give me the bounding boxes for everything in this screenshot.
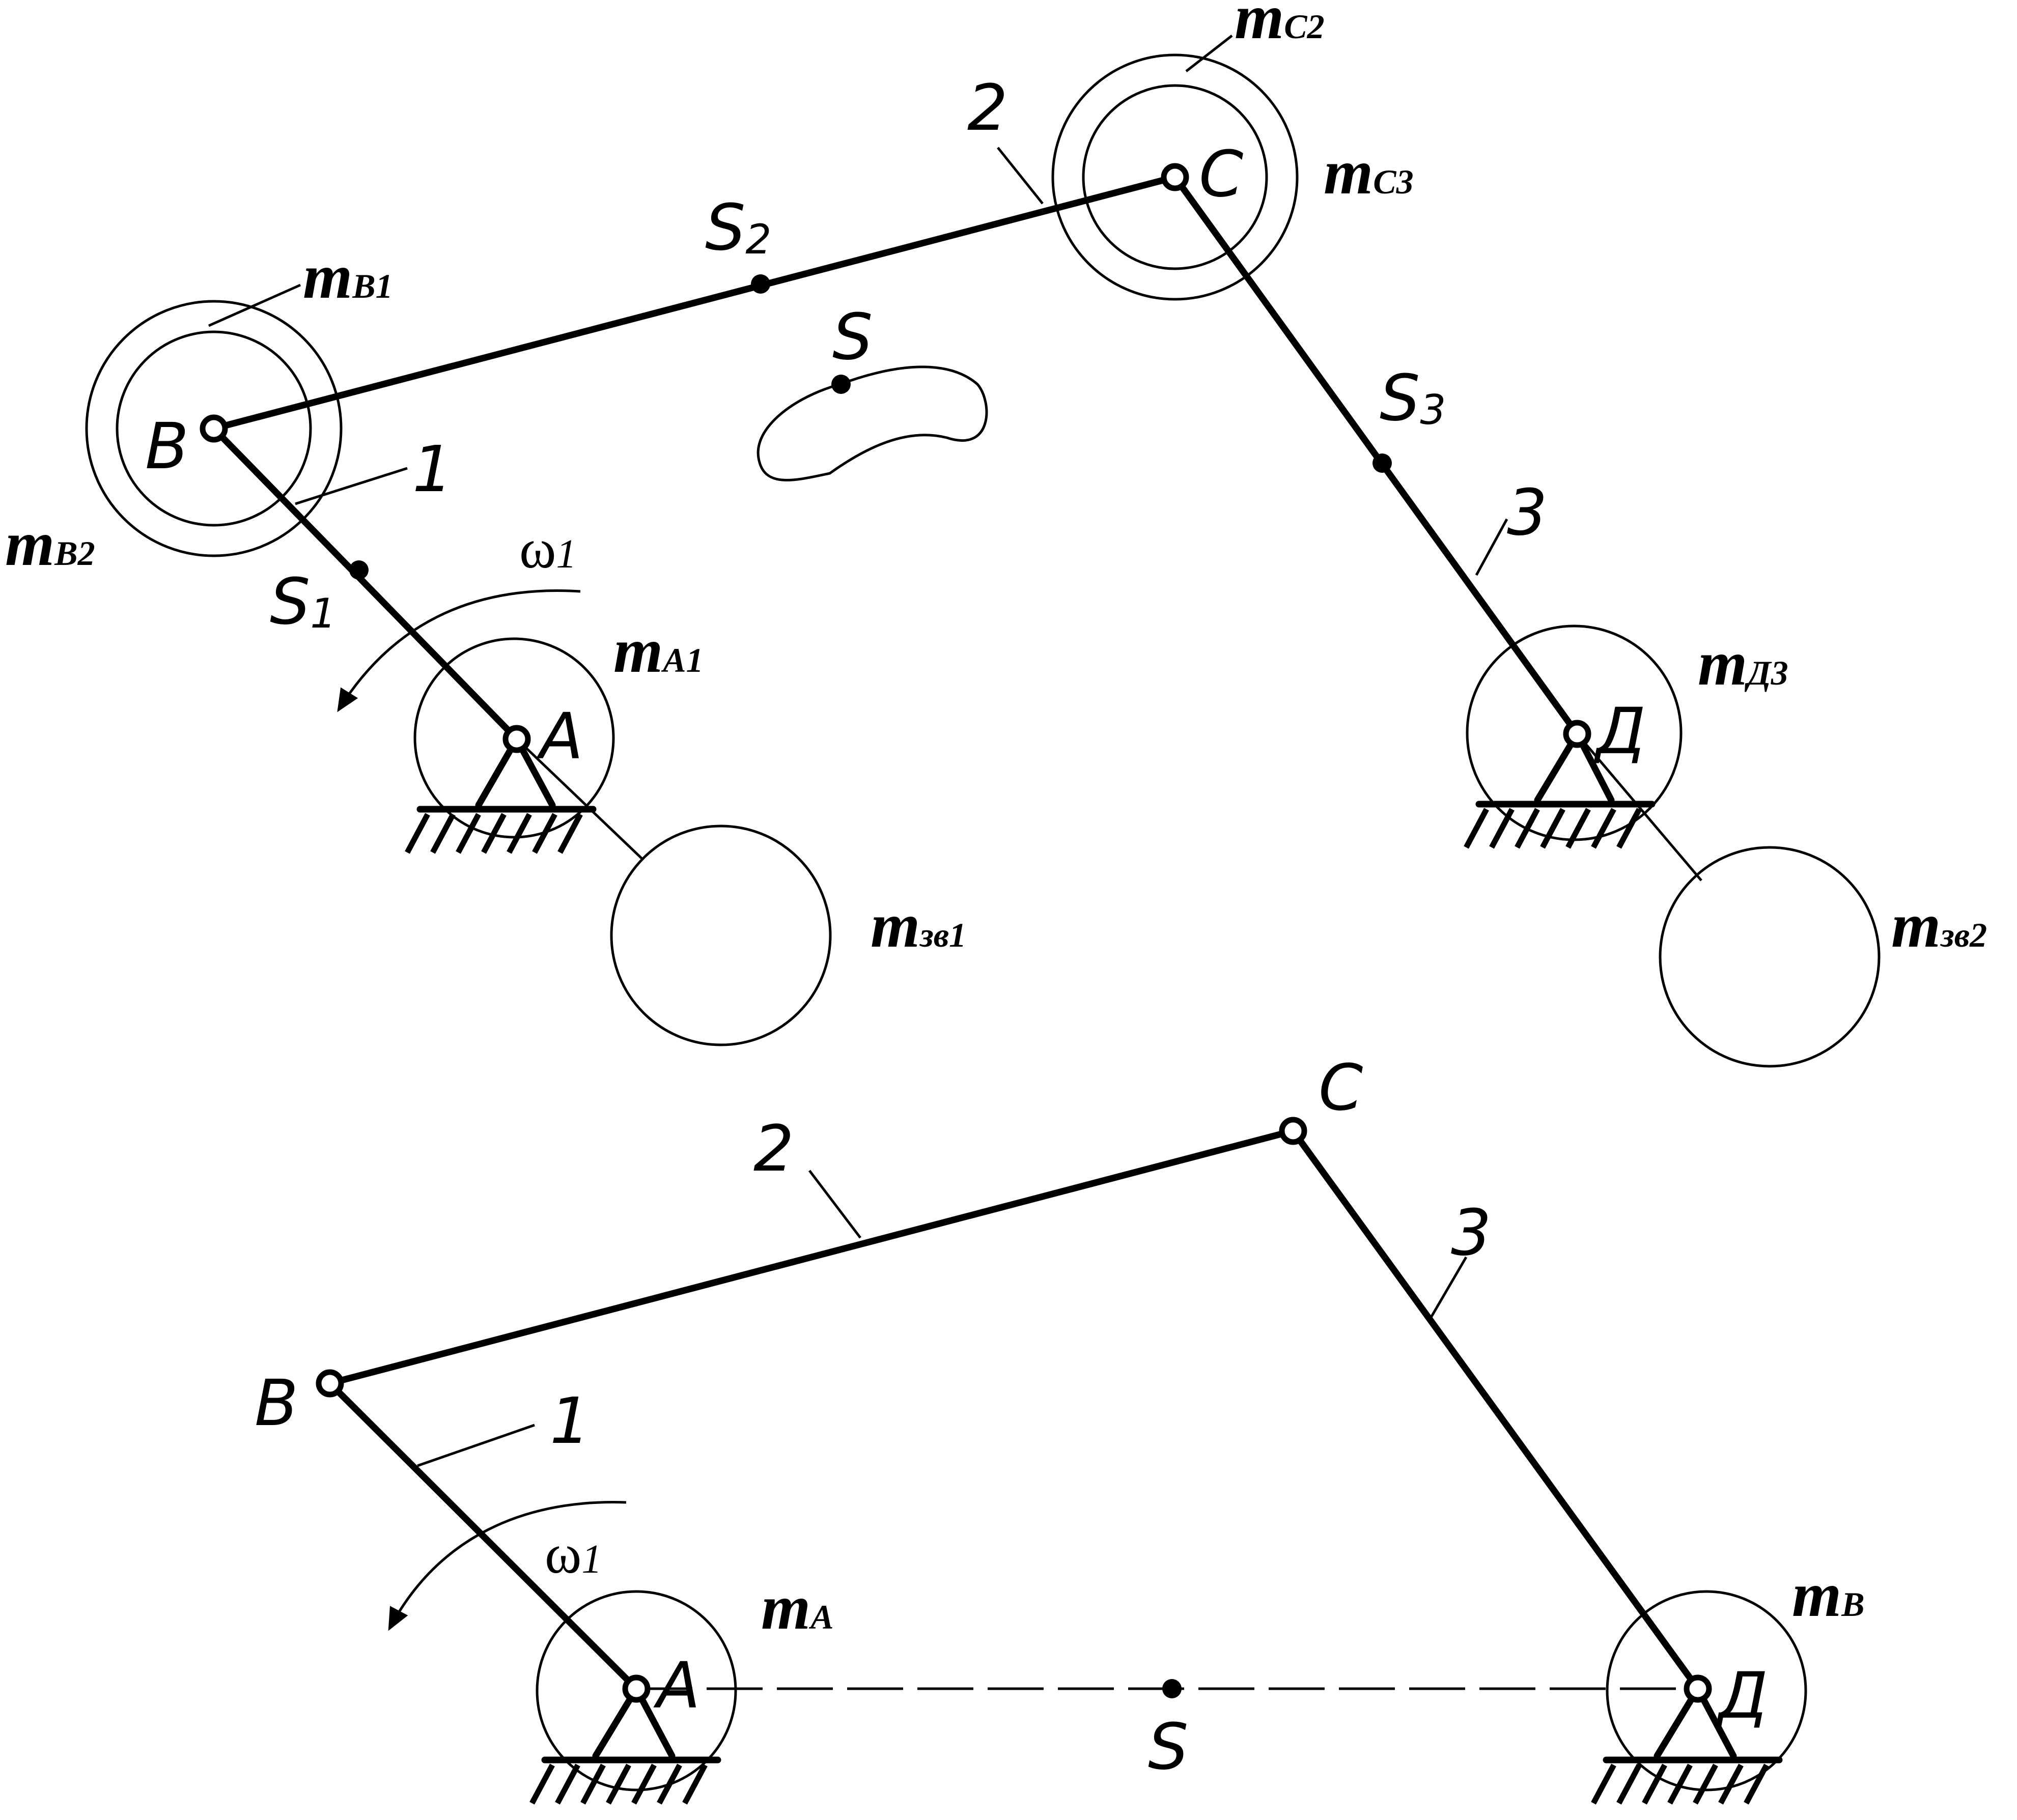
label-s-centroid: S [832, 300, 873, 374]
leader-mc2 [1185, 35, 1233, 72]
joint-b-top [200, 414, 228, 443]
mass-circle-d-bottom [1606, 1590, 1807, 1791]
center-s1-dot [349, 560, 369, 580]
joint-c-bottom [1279, 1117, 1307, 1145]
joint-d-top [1563, 720, 1591, 748]
label-mc3: mC3 [1324, 137, 1414, 208]
label-point-c-top: C [1199, 137, 1243, 211]
mass-circle-b-inner [116, 330, 312, 527]
label-s1: S1 [270, 565, 336, 639]
link-3-bottom [1290, 1127, 1701, 1692]
center-s-bottom-dot [1162, 1679, 1182, 1698]
counterweight-circle-2 [1659, 846, 1881, 1068]
leader-link-2-top [997, 147, 1044, 205]
mass-circle-c-outer [1051, 53, 1299, 301]
center-s3-dot [1372, 453, 1392, 473]
center-s2-dot [751, 274, 770, 294]
omega-arrow-bottom [388, 1501, 627, 1631]
center-s-dot [831, 375, 851, 394]
bottom-mechanism: B C A Д 1 2 3 S ω1 mA mB [255, 1051, 1865, 1805]
label-ma1: mA1 [613, 616, 704, 686]
label-point-c-bottom: C [1319, 1051, 1363, 1125]
joint-c-top [1161, 163, 1189, 191]
label-point-d-bottom: Д [1716, 1659, 1768, 1733]
omega-arrow-top [337, 589, 581, 713]
joint-d-bottom [1684, 1674, 1712, 1703]
label-omega-top: ω1 [519, 518, 576, 580]
label-mzv1: mзв1 [871, 891, 966, 961]
link-1-top [210, 425, 520, 743]
label-point-b-bottom: B [255, 1367, 298, 1440]
label-point-a-top: A [536, 700, 583, 774]
counterweight-circle-1 [610, 824, 832, 1046]
label-s2: S2 [705, 191, 771, 265]
label-ma-bottom: mA [761, 1573, 834, 1643]
label-link-2-top: 2 [967, 71, 1008, 145]
label-point-a-bottom: A [653, 1649, 701, 1723]
label-mb-bottom: mB [1792, 1560, 1865, 1630]
link-2-bottom [326, 1127, 1297, 1387]
joint-b-bottom [316, 1369, 344, 1398]
label-mc2: mC2 [1235, 0, 1325, 52]
link-3-top [1171, 174, 1581, 737]
label-point-d-top: Д [1593, 695, 1646, 769]
leader-link-2-bottom [808, 1170, 861, 1239]
counterweight-arm-1 [516, 738, 643, 860]
label-link-3-bottom: 3 [1451, 1196, 1492, 1270]
joint-a-top [502, 725, 531, 753]
joint-a-bottom [622, 1674, 651, 1703]
top-mechanism: B C A Д 1 2 3 S1 S2 S3 S ω1 mB1 mB2 mC2 … [5, 0, 1987, 1068]
label-mb2: mB2 [5, 509, 95, 579]
leader-mb1 [208, 283, 301, 327]
label-link-1-bottom: 1 [550, 1384, 591, 1458]
label-s3: S3 [1380, 361, 1446, 435]
label-mzv2: mзв2 [1891, 891, 1987, 961]
centroid-curve [757, 365, 988, 481]
label-point-b-top: B [145, 410, 189, 484]
leader-link-1-bottom [417, 1424, 535, 1467]
label-link-2-bottom: 2 [753, 1112, 794, 1186]
support-d-bottom [1591, 1685, 1783, 1805]
label-link-1-top: 1 [412, 433, 453, 506]
label-mb1: mB1 [303, 242, 393, 312]
mass-circle-b-outer [85, 300, 343, 557]
link-1-bottom [326, 1380, 640, 1692]
mass-circle-a-bottom [536, 1590, 737, 1791]
leader-link-1-top [295, 467, 408, 505]
label-omega-bottom: ω1 [545, 1523, 602, 1585]
label-link-3-top: 3 [1507, 476, 1548, 550]
label-md3: mД3 [1698, 629, 1788, 699]
leader-link-3-bottom [1429, 1256, 1468, 1319]
link-2-top [210, 174, 1179, 432]
leader-link-3-top [1475, 518, 1508, 576]
label-s-bottom: S [1148, 1710, 1188, 1784]
mass-circle-c-inner [1082, 84, 1268, 270]
